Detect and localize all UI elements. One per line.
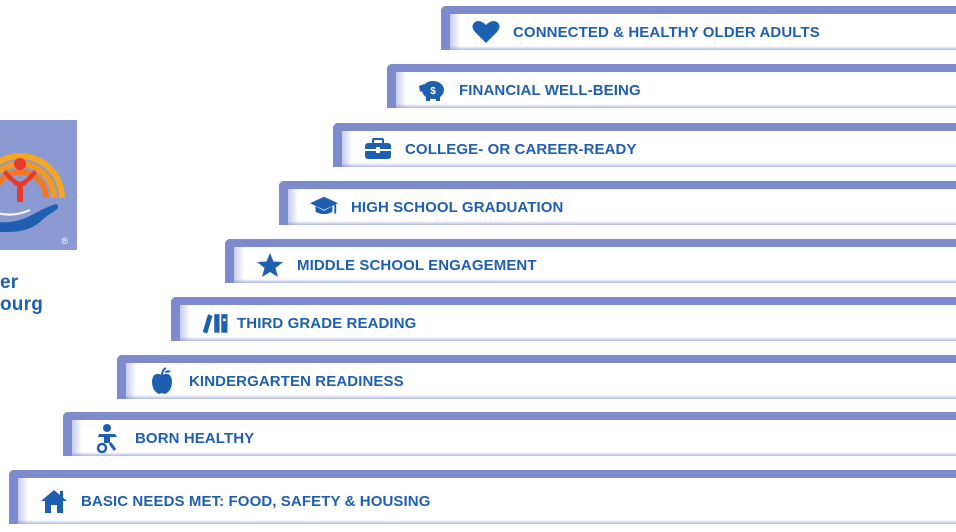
- step-label: HIGH SCHOOL GRADUATION: [351, 198, 564, 216]
- step-financial-well-being: $ FINANCIAL WELL-BEING: [387, 64, 956, 108]
- piggy-bank-icon: $: [417, 77, 447, 103]
- united-way-logo: ®: [0, 120, 77, 250]
- step-label: KINDERGARTEN READINESS: [189, 372, 404, 390]
- step-label: CONNECTED & HEALTHY OLDER ADULTS: [513, 23, 820, 41]
- step-third-grade-reading: THIRD GRADE READING: [171, 297, 956, 341]
- step-label: THIRD GRADE READING: [237, 314, 417, 332]
- step-kindergarten-readiness: KINDERGARTEN READINESS: [117, 355, 956, 399]
- graduation-cap-icon: [309, 194, 339, 220]
- apple-icon: [147, 367, 177, 394]
- step-label: BORN HEALTHY: [135, 429, 255, 447]
- step-connected-older-adults: CONNECTED & HEALTHY OLDER ADULTS: [441, 6, 956, 50]
- heart-icon: [471, 19, 501, 45]
- logo-text-line-1: er: [0, 272, 19, 293]
- step-high-school-graduation: HIGH SCHOOL GRADUATION: [279, 181, 956, 225]
- step-born-healthy: BORN HEALTHY: [63, 412, 956, 456]
- baby-icon: [93, 424, 123, 453]
- step-label: MIDDLE SCHOOL ENGAGEMENT: [297, 256, 537, 274]
- step-basic-needs-met: BASIC NEEDS MET: FOOD, SAFETY & HOUSING: [9, 470, 956, 524]
- step-middle-school-engagement: MIDDLE SCHOOL ENGAGEMENT: [225, 239, 956, 283]
- step-label: FINANCIAL WELL-BEING: [459, 81, 641, 99]
- step-label: BASIC NEEDS MET: FOOD, SAFETY & HOUSING: [81, 492, 431, 510]
- step-college-career-ready: COLLEGE- OR CAREER-READY: [333, 123, 956, 167]
- step-label: COLLEGE- OR CAREER-READY: [405, 140, 637, 158]
- logo-text-line-2: ourg: [0, 294, 44, 315]
- books-icon: [201, 310, 231, 336]
- briefcase-icon: [363, 136, 393, 162]
- registered-mark: ®: [61, 236, 68, 246]
- star-icon: [255, 252, 285, 278]
- svg-text:$: $: [430, 86, 436, 97]
- logo-wordmark: er ourg: [0, 272, 43, 316]
- logo-emblem-icon: [0, 153, 65, 232]
- house-icon: [39, 488, 69, 514]
